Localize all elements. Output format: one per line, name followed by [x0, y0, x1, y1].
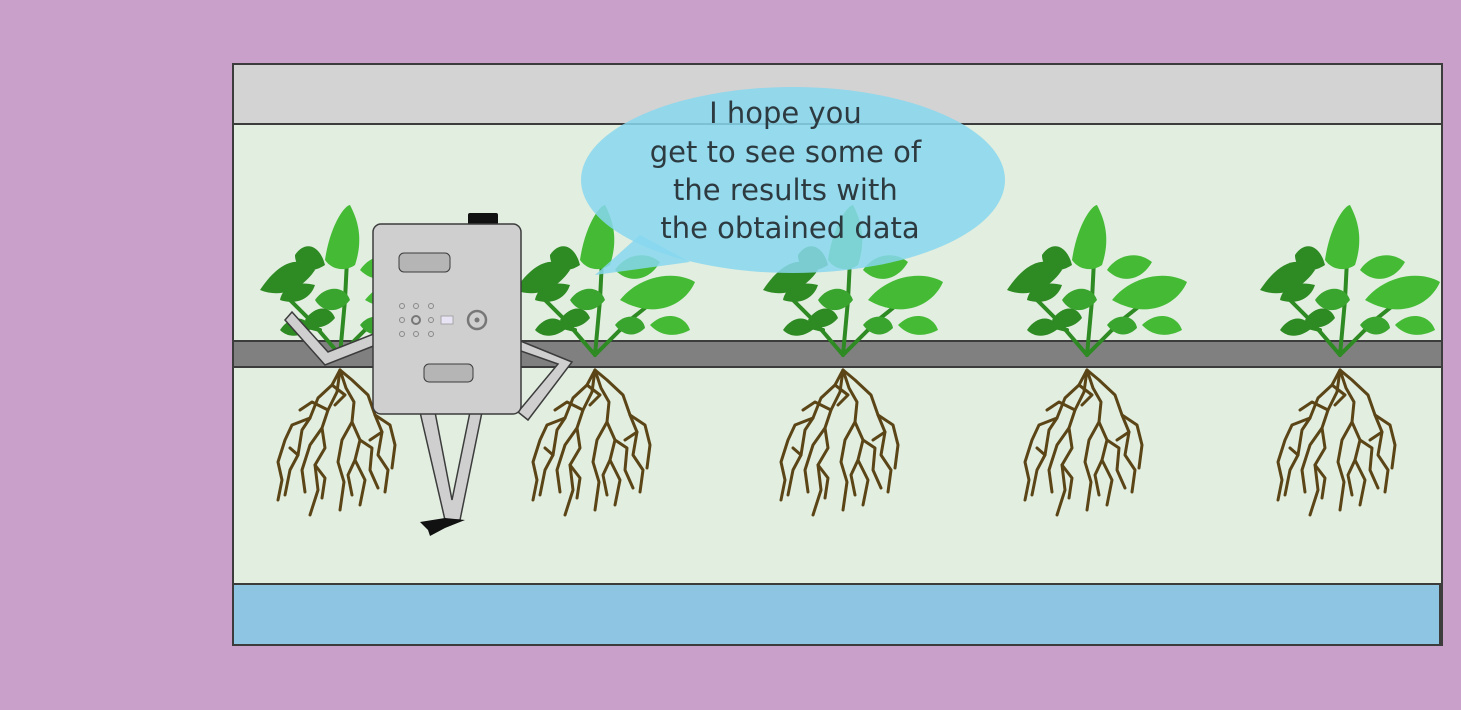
speech-line-1: I hope you	[709, 96, 862, 130]
robot-control-dots	[399, 303, 434, 337]
robot-button	[411, 315, 421, 325]
robot-upper-slot	[398, 252, 451, 273]
speech-bubble-tail	[595, 235, 690, 275]
speech-bubble: I hope you get to see some of the result…	[581, 87, 1005, 275]
speech-line-3: the results with	[673, 173, 898, 207]
speech-bubble-body	[581, 87, 1005, 273]
robot-lower-slot	[423, 363, 474, 383]
svg-text:I hope you get to see so: I hope you get to see some of the result…	[650, 96, 931, 245]
robot-screen	[440, 315, 454, 325]
water-reservoir	[232, 583, 1441, 646]
robot	[284, 213, 574, 536]
robot-foot	[420, 518, 465, 536]
speech-line-2: get to see some of	[650, 135, 922, 169]
robot-antenna	[468, 213, 498, 226]
speech-line-4: the obtained data	[660, 211, 919, 245]
